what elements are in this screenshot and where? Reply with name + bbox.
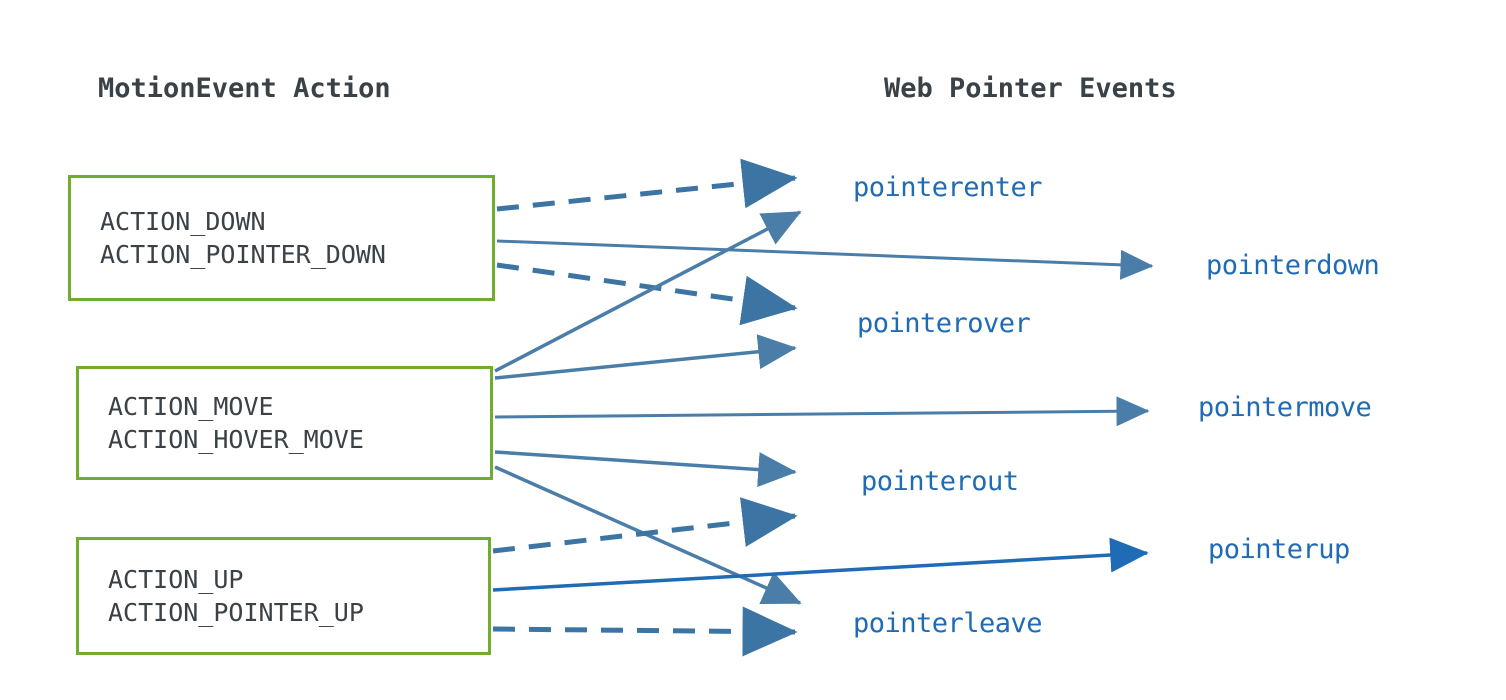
link-down-to-pointerover bbox=[496, 262, 798, 326]
event-label-pointerenter[interactable]: pointerenter bbox=[853, 172, 1043, 203]
event-label-pointerdown[interactable]: pointerdown bbox=[1206, 250, 1380, 281]
action-label-action-hover-move: ACTION_HOVER_MOVE bbox=[108, 425, 364, 454]
link-up-to-pointerup bbox=[492, 537, 1149, 592]
event-label-pointerout[interactable]: pointerout bbox=[861, 466, 1019, 497]
action-label-action-down: ACTION_DOWN bbox=[100, 206, 266, 236]
link-down-to-pointerenter bbox=[496, 158, 798, 212]
link-move-to-pointerover bbox=[494, 334, 797, 380]
link-up-to-pointerout bbox=[492, 497, 798, 554]
action-box-down[interactable]: ACTION_DOWN ACTION_POINTER_DOWN bbox=[68, 175, 495, 301]
link-down-to-pointerdown bbox=[496, 239, 1154, 280]
event-label-pointerup[interactable]: pointerup bbox=[1208, 534, 1350, 565]
action-label-action-move: ACTION_MOVE bbox=[108, 391, 274, 421]
column-title-motionevent: MotionEvent Action bbox=[98, 73, 391, 104]
column-title-web-pointer-events: Web Pointer Events bbox=[884, 73, 1177, 104]
action-label-action-pointer-down: ACTION_POINTER_DOWN bbox=[100, 240, 386, 269]
action-label-action-up: ACTION_UP bbox=[108, 564, 244, 594]
event-label-pointermove[interactable]: pointermove bbox=[1198, 392, 1372, 423]
action-box-up[interactable]: ACTION_UP ACTION_POINTER_UP bbox=[76, 537, 491, 655]
event-label-pointerleave[interactable]: pointerleave bbox=[853, 608, 1043, 639]
link-move-to-pointermove bbox=[494, 396, 1150, 427]
link-up-to-pointerleave bbox=[492, 606, 798, 657]
action-label-action-pointer-up: ACTION_POINTER_UP bbox=[108, 598, 364, 627]
link-move-to-pointerout bbox=[494, 450, 797, 488]
link-move-to-pointerenter bbox=[494, 210, 802, 373]
action-box-move[interactable]: ACTION_MOVE ACTION_HOVER_MOVE bbox=[76, 366, 493, 480]
event-label-pointerover[interactable]: pointerover bbox=[857, 308, 1031, 339]
